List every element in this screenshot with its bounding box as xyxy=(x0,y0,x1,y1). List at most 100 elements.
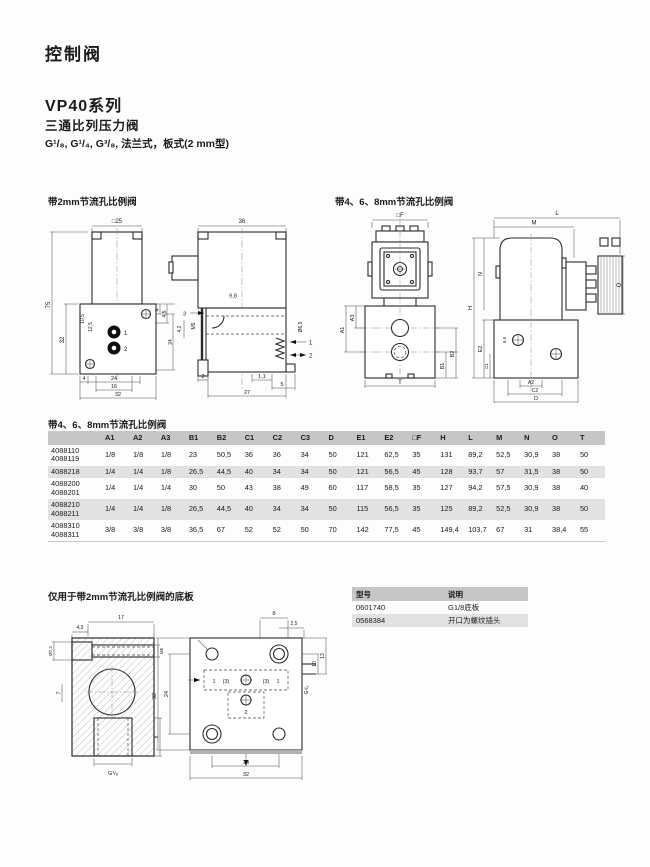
port-label: (3) xyxy=(263,679,270,685)
col-header: C1 xyxy=(241,431,270,445)
baseplate-outline xyxy=(71,637,155,757)
dim-label: 32 xyxy=(60,336,66,343)
section-label-2mm: 带2mm节流孔比例阀 xyxy=(48,197,137,208)
col-header: H xyxy=(437,431,466,445)
cell: 36 xyxy=(244,449,253,459)
col-header: C2 xyxy=(269,431,298,445)
cell: 1/4 xyxy=(105,483,116,493)
cell: 23 xyxy=(188,449,198,459)
cell: 94,2 xyxy=(468,483,483,493)
table-row: 0568384 开口为螺纹插头 xyxy=(352,614,528,627)
col-header: C3 xyxy=(297,431,326,445)
cell: 52 xyxy=(244,525,253,535)
cell: 40 xyxy=(579,483,589,493)
dimension-labels: 36 9,8 3 M5 4,2 Ø6,5 1 2 2 1,1 5 27 xyxy=(177,219,313,396)
dim-label: 32 xyxy=(115,392,121,398)
drawing-2mm-front-view: □25 75 32 10,5 12,5 1 2 4 4,5 24 4 24 16… xyxy=(46,219,175,400)
cell: 58,5 xyxy=(384,483,399,493)
dim-label: 8 xyxy=(154,735,160,738)
dim-label: 10,5 xyxy=(80,314,86,324)
dimension-lines xyxy=(183,225,296,398)
cell: 70 xyxy=(328,525,337,535)
cell: 52,5 xyxy=(496,449,511,459)
dimension-labels: □25 75 32 10,5 12,5 1 2 4 4,5 24 4 24 16… xyxy=(46,219,174,398)
subtitle: 三通比列压力阀 xyxy=(45,119,140,133)
dim-label: Ø6,5 xyxy=(298,321,304,332)
cell: 50 xyxy=(216,483,225,493)
dim-label: A3 xyxy=(350,315,356,322)
drawing-baseplate-section-view: 17 4,3 Ø7,2 7 M5 8 G¹/₈ xyxy=(48,615,164,777)
cell: 121 xyxy=(356,466,369,476)
cell: 131 xyxy=(440,449,453,459)
drawing-baseplate-plan-view: 8 2,5 32 24 13 10 G¹/₈ 1 (3) (3) 1 2 24 … xyxy=(152,611,327,780)
dim-label: D xyxy=(534,396,538,402)
col-header: B1 xyxy=(185,431,214,445)
drawing-468mm-front-view: □F A1 A3 B1 B2 T xyxy=(340,213,458,388)
dim-label: B1 xyxy=(440,363,446,370)
cell: 117 xyxy=(356,483,369,493)
dim-label: 5 xyxy=(280,382,283,388)
cell: 45 xyxy=(412,525,421,535)
cell: 30 xyxy=(188,483,198,493)
part-description: 开口为螺纹插头 xyxy=(448,616,501,625)
cell: 34 xyxy=(300,504,309,514)
dim-label: Ø7,2 xyxy=(48,646,53,656)
col-header: N xyxy=(521,431,549,445)
cell: 38 xyxy=(272,483,281,493)
cell: 89,2 xyxy=(468,449,483,459)
baseplate-section-label: 仅用于带2mm节流孔比例阀的底板 xyxy=(48,592,194,603)
dim-label: 17 xyxy=(118,615,124,621)
dim-label: 12,5 xyxy=(88,322,94,332)
cell: 34 xyxy=(300,449,309,459)
cell: 57 xyxy=(496,466,505,476)
part-number: 0601740 xyxy=(356,603,386,612)
cell: 36,5 xyxy=(188,525,204,535)
dimension-lines xyxy=(50,225,175,400)
spec-line: G¹/₈, G¹/₄, G³/₈, 法兰式，板式(2 mm型) xyxy=(45,138,230,150)
valve-outline xyxy=(493,234,623,394)
dim-label: 75 xyxy=(46,301,52,308)
port-label: 1 xyxy=(124,331,128,337)
dim-label: 8 xyxy=(272,611,275,617)
cell: 34 xyxy=(272,504,281,514)
dim-label: B2 xyxy=(450,351,456,358)
part-number: 0568384 xyxy=(356,616,386,625)
cell: 50,5 xyxy=(216,449,232,459)
cell: 38 xyxy=(552,483,561,493)
col-header: E2 xyxy=(381,431,410,445)
cell: 50 xyxy=(300,525,309,535)
cell: 56,5 xyxy=(384,504,399,514)
dim-label: 4,5 xyxy=(162,310,168,317)
cell: 3/8 xyxy=(132,525,144,535)
cell: 67 xyxy=(496,525,505,535)
dimension-lines xyxy=(52,621,162,766)
cell: 149,4 xyxy=(440,525,459,535)
page-title: 控制阀 xyxy=(45,45,102,64)
parts-table: 型号 说明 0601740 G1/8底板 0568384 开口为螺纹插头 xyxy=(352,587,528,627)
dim-label: 13 xyxy=(320,653,326,659)
cell: 44,5 xyxy=(216,504,232,514)
dim-label: 24 xyxy=(168,339,174,345)
dim-label: G¹/₈ xyxy=(304,685,310,694)
dim-label: C2 xyxy=(532,388,539,394)
dim-label: 4,2 xyxy=(177,325,183,332)
cell: 1/4 xyxy=(160,483,172,493)
cell: 34 xyxy=(272,466,281,476)
cell: 44,5 xyxy=(216,466,232,476)
section-label-468: 带4、6、8mm节流孔比例阀 xyxy=(335,197,454,208)
part-description: G1/8底板 xyxy=(448,603,480,612)
col-header: O xyxy=(549,431,577,445)
dim-label: 32 xyxy=(243,772,249,778)
cell: 3/8 xyxy=(160,525,172,535)
drawing-468mm-side-view: L M H N E2 C1 6,5 O A2 C2 D xyxy=(468,211,625,403)
cell: 67 xyxy=(216,525,225,535)
cell: 1/8 xyxy=(132,449,144,459)
cell: 30,9 xyxy=(524,483,539,493)
cell: 50 xyxy=(579,504,589,514)
dim-label: 2,5 xyxy=(291,621,298,627)
